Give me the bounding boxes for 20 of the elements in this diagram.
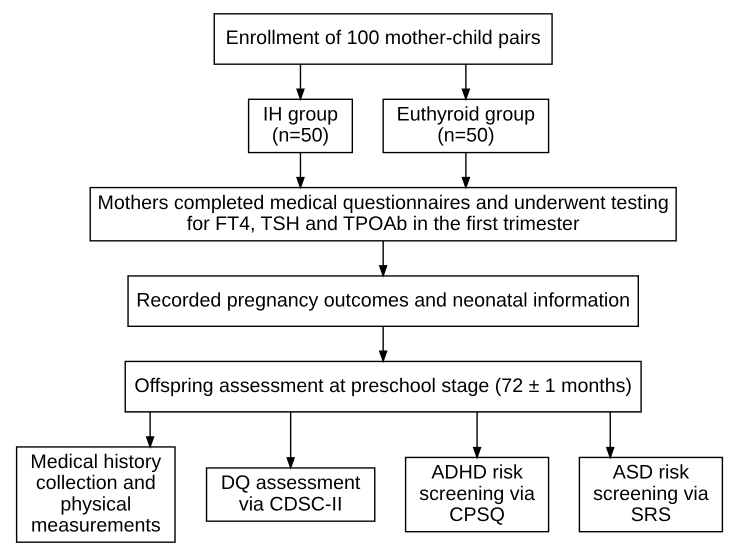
node-box: Mothers completed medical questionnaires and underwent testing for FT4, TSH and TPOAb in the first trimester bbox=[89, 186, 676, 242]
arrow bbox=[378, 326, 388, 364]
arrow bbox=[472, 412, 481, 460]
arrow bbox=[145, 412, 154, 449]
arrow bbox=[378, 241, 388, 278]
node-box: Offspring assessment at preschool stage (72 ± 1 months) bbox=[124, 360, 642, 413]
node-box: DQ assessment via CDSC-II bbox=[205, 467, 375, 522]
arrow bbox=[460, 152, 470, 190]
arrow bbox=[460, 64, 470, 102]
node-box: Medical history collection and physical measurements bbox=[15, 446, 176, 543]
node-box: IH group (n=50) bbox=[247, 98, 353, 154]
arrow bbox=[296, 64, 304, 102]
arrow bbox=[605, 412, 614, 460]
arrow bbox=[296, 152, 304, 190]
node-box: ASD risk screening via SRS bbox=[578, 456, 723, 532]
node-box: ADHD risk screening via CPSQ bbox=[404, 456, 549, 532]
arrow bbox=[286, 412, 295, 470]
node-box: Recorded pregnancy outcomes and neonatal information bbox=[126, 275, 638, 328]
node-box: Enrollment of 100 mother-child pairs bbox=[213, 13, 552, 65]
node-box: Euthyroid group (n=50) bbox=[382, 98, 549, 154]
